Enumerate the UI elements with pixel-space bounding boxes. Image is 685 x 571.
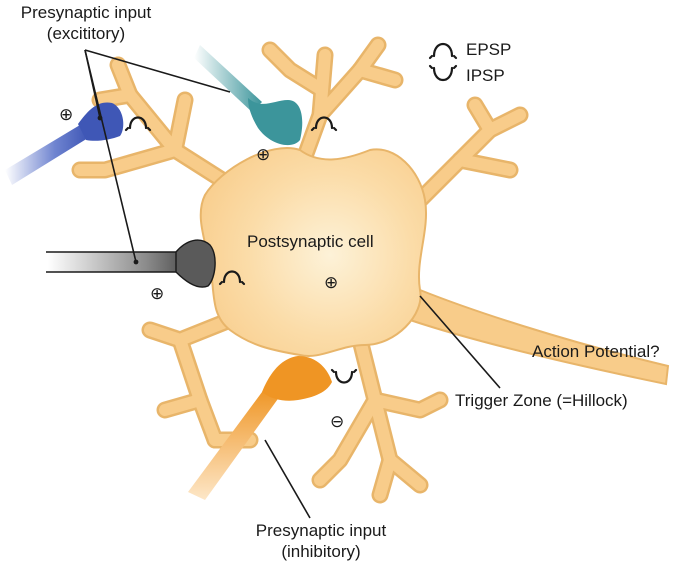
minus-symbol-orange: ⊖ — [330, 412, 345, 432]
label-presynaptic-inhibitory: Presynaptic input (inhibitory) — [236, 520, 406, 562]
label-presynaptic-excitatory: Presynaptic input (excititory) — [0, 2, 172, 44]
label-presynaptic-excitatory-line2: (excititory) — [46, 24, 126, 43]
dendrites — [71, 36, 529, 504]
ipsp-arc-orange — [330, 368, 358, 384]
synapse-markers — [124, 116, 358, 384]
leader-lines — [84, 49, 501, 519]
leader-dot-gray — [133, 259, 139, 265]
axon — [408, 288, 670, 386]
plus-symbol-gray: ⊕ — [150, 284, 165, 304]
label-presynaptic-inhibitory-line2: (inhibitory) — [281, 542, 361, 561]
terminal-blue-excitatory — [5, 102, 124, 185]
label-postsynaptic-cell: Postsynaptic cell — [247, 232, 374, 251]
terminal-orange-inhibitory — [188, 356, 332, 500]
terminal-gray-excitatory — [46, 239, 216, 288]
legend-ipsp-arc — [428, 64, 458, 82]
legend-ipsp-label: IPSP — [466, 66, 505, 85]
epsp-arc-teal — [310, 116, 338, 132]
legend-epsp-label: EPSP — [466, 40, 512, 59]
epsp-arc-gray — [218, 270, 246, 286]
terminal-teal-excitatory — [194, 45, 303, 146]
label-action-potential: Action Potential? — [532, 342, 660, 361]
epsp-arc-blue — [124, 116, 152, 132]
plus-symbol-teal: ⊕ — [256, 145, 271, 165]
label-trigger-zone: Trigger Zone (=Hillock) — [455, 391, 628, 410]
plus-symbol-blue: ⊕ — [59, 105, 74, 125]
leader-dot-blue — [97, 115, 103, 121]
plus-symbol-cell: ⊕ — [324, 273, 339, 293]
label-presynaptic-excitatory-line1: Presynaptic input — [20, 3, 152, 22]
label-presynaptic-inhibitory-line1: Presynaptic input — [255, 521, 387, 540]
legend-arcs — [428, 42, 458, 82]
cell-body — [199, 147, 427, 357]
legend-epsp-arc — [428, 42, 458, 60]
